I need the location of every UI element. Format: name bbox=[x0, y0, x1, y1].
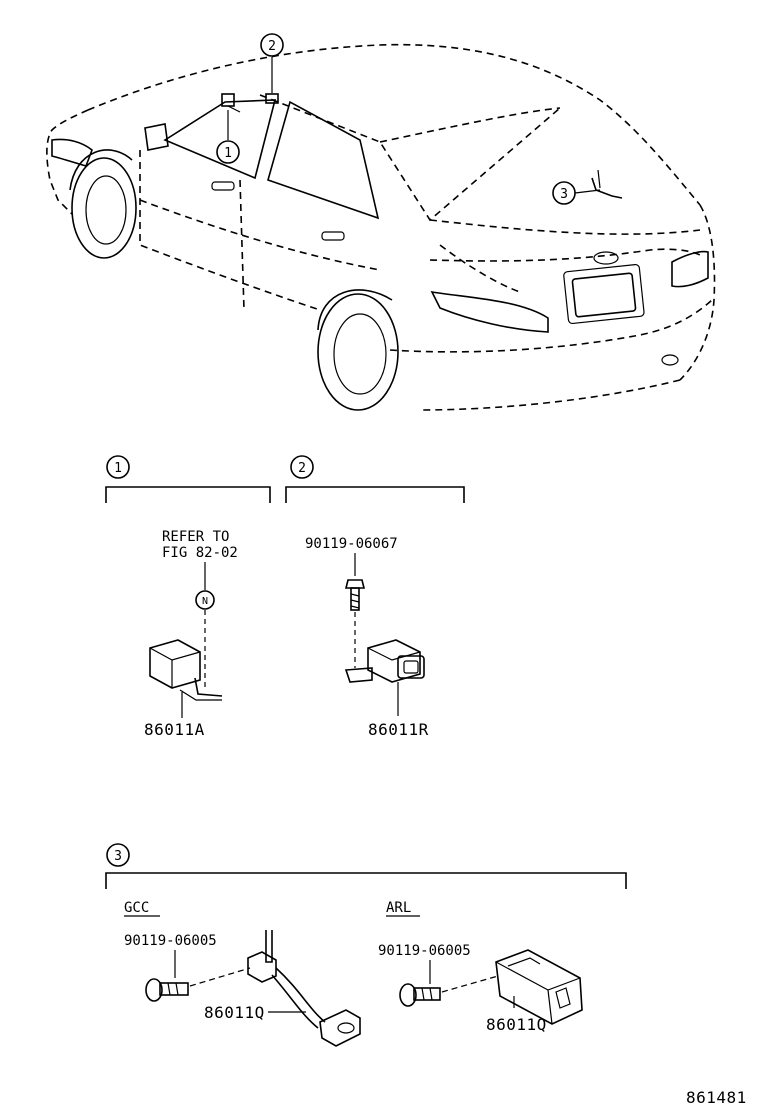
gcc-sensor-86011q-drawing bbox=[247, 930, 361, 1047]
car-callout-3: 3 bbox=[552, 181, 601, 205]
arl-part-number-86011q: 86011Q bbox=[486, 1015, 547, 1034]
gcc-bolt-part-number: 90119-06005 bbox=[124, 933, 217, 949]
section-2-callout: 2 bbox=[298, 461, 306, 476]
arl-bolt-drawing bbox=[399, 983, 441, 1007]
refer-to-line-2: FIG 82-02 bbox=[162, 545, 238, 561]
variant-arl-heading: ARL bbox=[386, 900, 411, 916]
arl-sensor-86011q-drawing bbox=[495, 949, 583, 1025]
callout-2-label: 2 bbox=[268, 39, 276, 54]
relay-86011r-drawing bbox=[344, 639, 425, 683]
bolt-part-number-90119-06067: 90119-06067 bbox=[305, 536, 398, 552]
car-callout-2: 2 bbox=[260, 33, 284, 93]
callout-1-label: 1 bbox=[224, 146, 232, 161]
gcc-part-number-86011q: 86011Q bbox=[204, 1003, 265, 1022]
arl-bolt-part-number: 90119-06005 bbox=[378, 943, 471, 959]
section-3: 3 GCC 90119-06005 bbox=[105, 843, 627, 1047]
relay-86011a-drawing bbox=[149, 639, 223, 701]
callout-3-label: 3 bbox=[560, 187, 568, 202]
bolt-90119-06067-drawing bbox=[344, 579, 366, 611]
section-1-callout: 1 bbox=[114, 461, 122, 476]
refer-mark-n: N bbox=[202, 596, 208, 607]
figure-number: 861481 bbox=[686, 1088, 747, 1107]
part-number-86011r: 86011R bbox=[368, 720, 429, 739]
gcc-bolt-drawing bbox=[145, 978, 189, 1002]
car-callout-1: 1 bbox=[216, 110, 240, 164]
variant-gcc: GCC 90119-06005 86011Q bbox=[124, 900, 361, 1047]
refer-to-line-1: REFER TO bbox=[162, 529, 229, 545]
section-2: 2 90119-06067 86011R bbox=[285, 455, 465, 739]
part-number-86011a: 86011A bbox=[144, 720, 205, 739]
variant-arl: ARL 90119-06005 86011Q bbox=[378, 900, 583, 1034]
section-1: 1 REFER TO FIG 82-02 N 86011A bbox=[105, 455, 271, 739]
section-3-callout: 3 bbox=[114, 849, 122, 864]
car-illustration bbox=[46, 43, 716, 411]
variant-gcc-heading: GCC bbox=[124, 900, 149, 916]
